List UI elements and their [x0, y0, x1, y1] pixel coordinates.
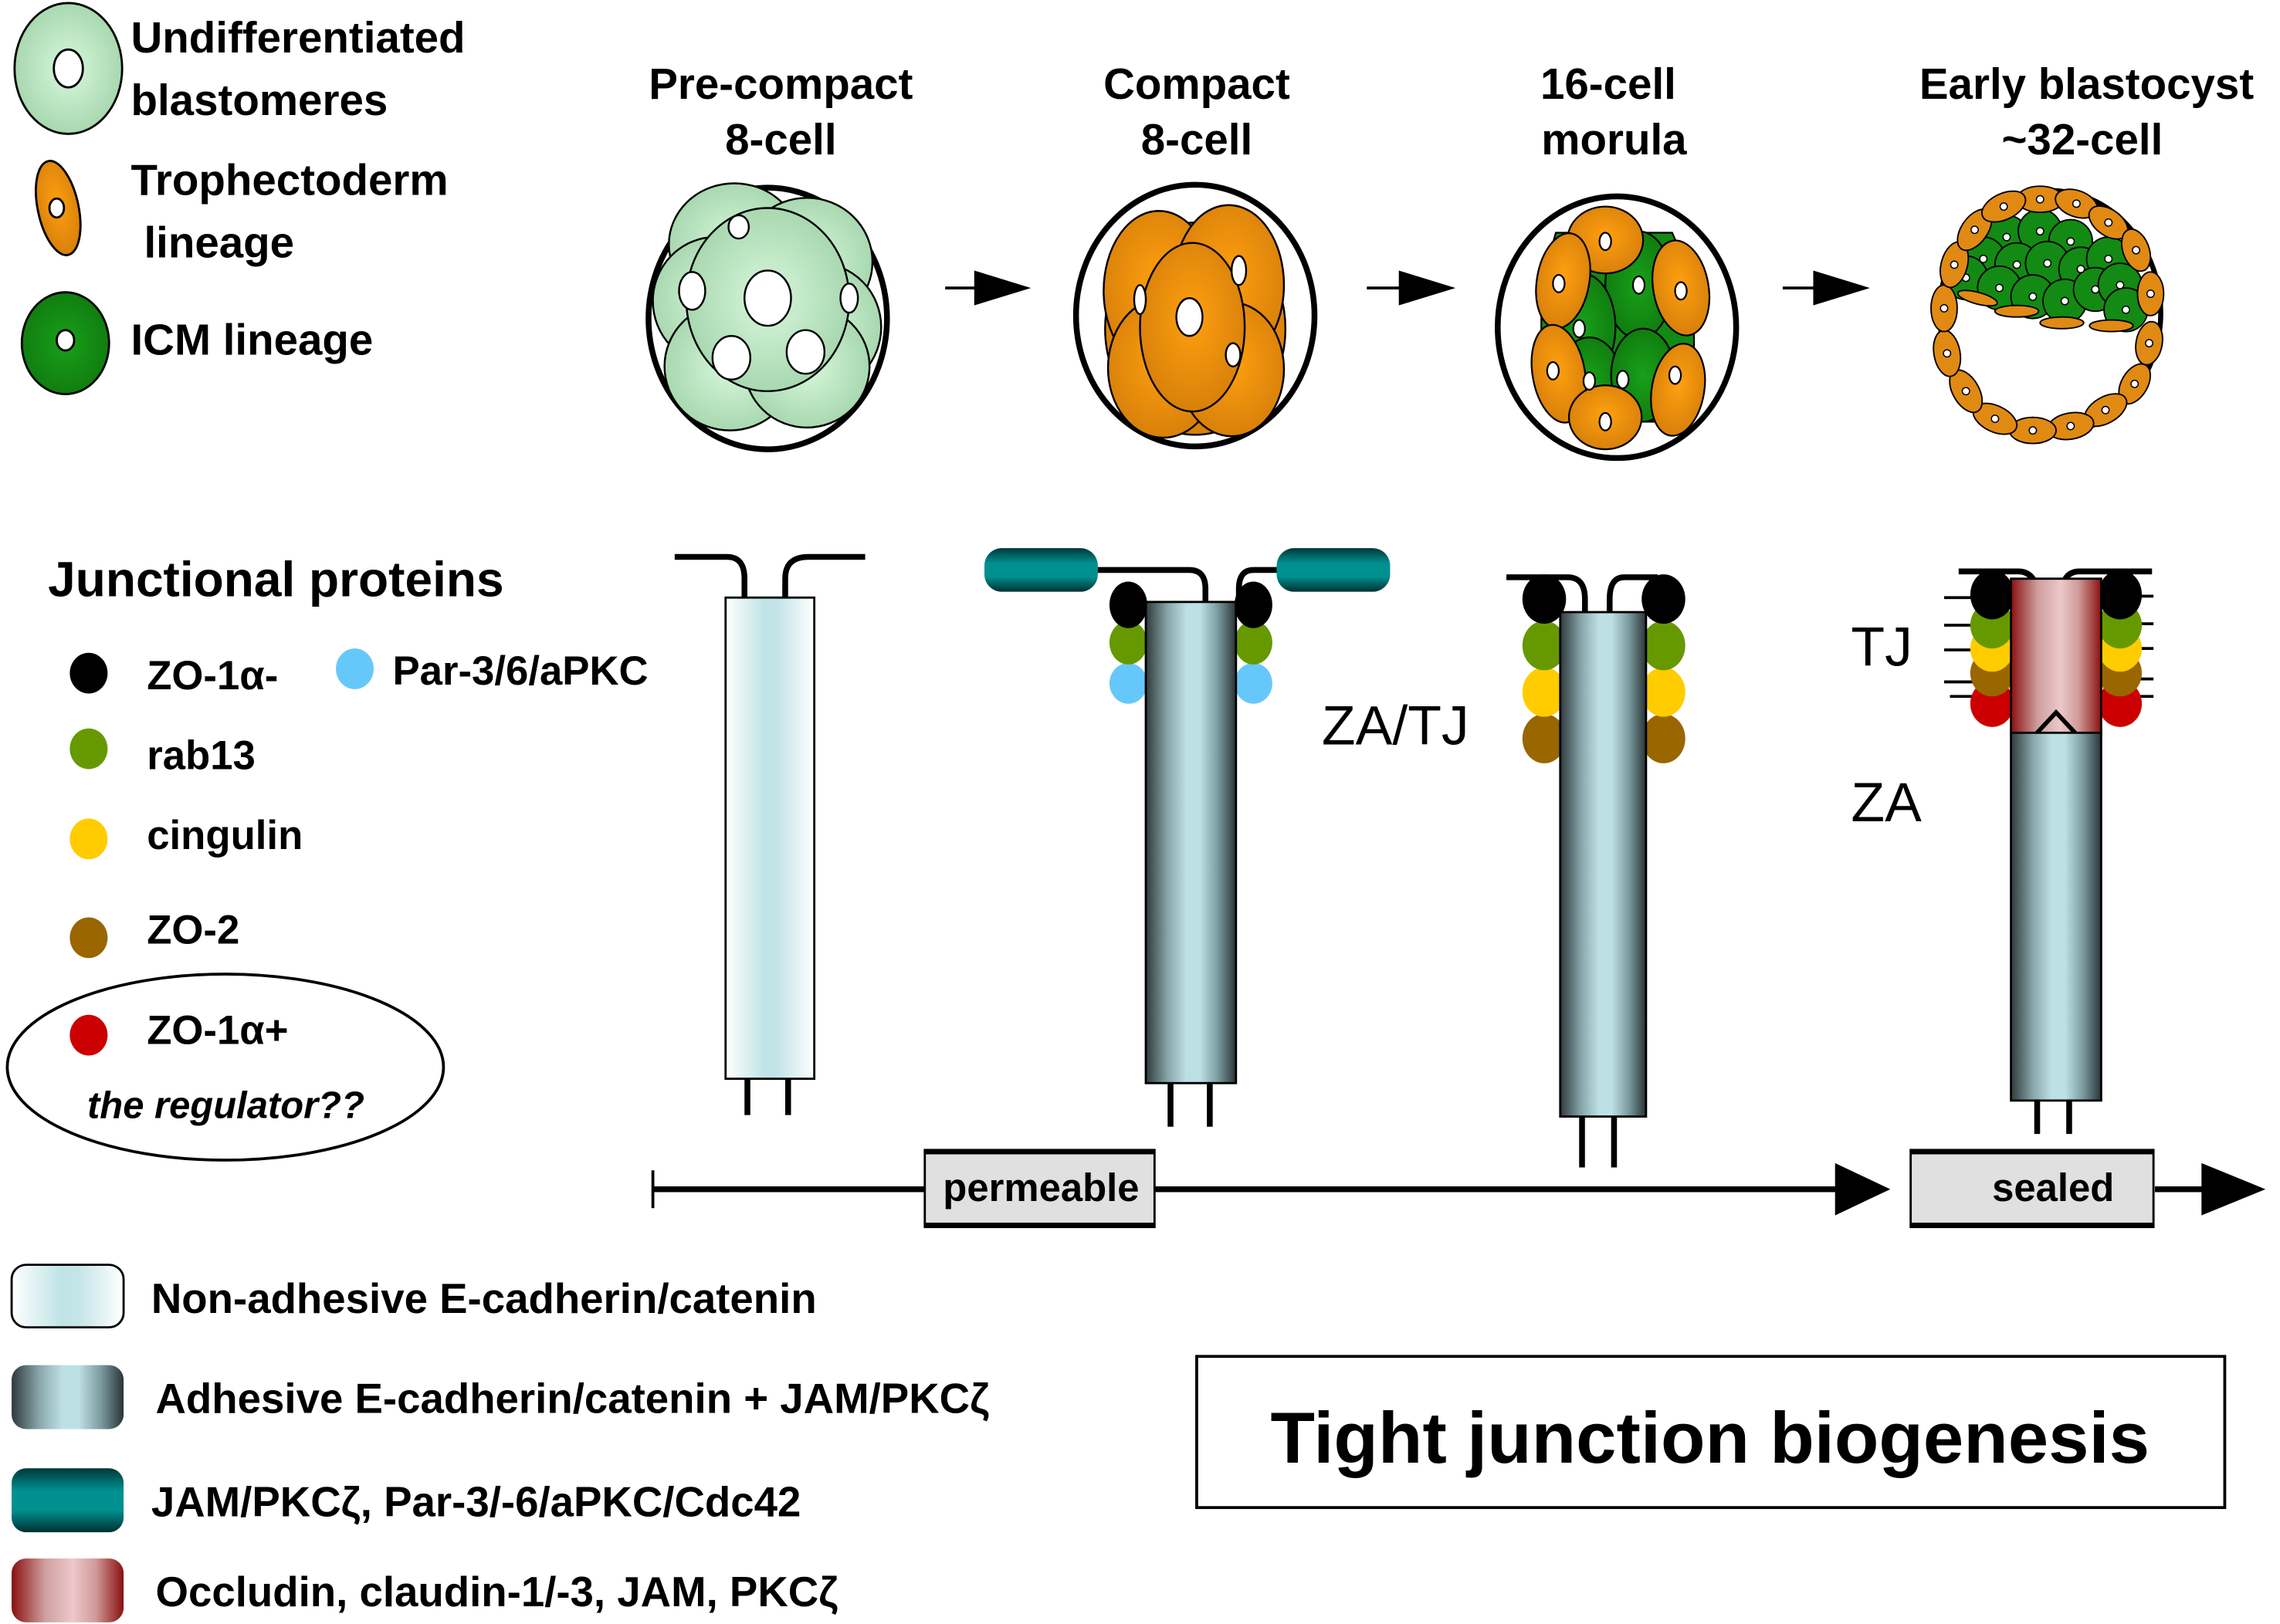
legend-label: blastomeres	[130, 76, 388, 124]
tight-junction-block	[2010, 577, 2102, 736]
zo1-alpha-plus-dot-icon	[69, 1014, 108, 1056]
permeability-timeline: permeable sealed	[651, 1149, 2266, 1229]
legend-item-zo2: ZO-2	[69, 907, 239, 959]
stage-title: Pre-compact	[649, 59, 913, 108]
legend-label: ZO-1α-	[147, 653, 278, 699]
non-adhesive-cadherin-swatch	[10, 1264, 125, 1329]
cingulin-dot-icon	[69, 818, 108, 860]
legend-label: Par-3/6/aPKC	[392, 648, 648, 694]
legend-item-jam-par: JAM/PKCζ, Par-3/-6/aPKC/Cdc42	[12, 1468, 801, 1533]
diagram-title: Tight junction biogenesis	[1270, 1397, 2150, 1478]
stage-titles: Pre-compact 8-cell Compact 8-cell 16-cel…	[649, 59, 2254, 164]
legend-label: rab13	[147, 732, 256, 778]
tj-label: TJ	[1851, 617, 1912, 678]
junction-precompact	[674, 553, 866, 1115]
junction-compact	[984, 548, 1391, 1127]
timeline-arrowhead-icon	[2201, 1162, 2266, 1216]
permeable-badge: permeable	[923, 1149, 1156, 1229]
timeline-arrowhead-icon	[1835, 1162, 1891, 1216]
junction-blastocyst: TJ ZA	[1851, 568, 2154, 1135]
embryo-precompact-8cell	[645, 182, 890, 452]
za-tj-label: ZA/TJ	[1322, 695, 1469, 756]
legend-item-icm: ICM lineage	[20, 291, 373, 395]
stage-arrow-icon	[945, 270, 1032, 306]
stage-arrow-icon	[1782, 270, 1870, 306]
legend-label: Non-adhesive E-cadherin/catenin	[151, 1275, 817, 1322]
adhesive-cadherin-swatch	[12, 1365, 124, 1429]
za-label: ZA	[1851, 772, 1922, 834]
zo2-dot-icon	[69, 917, 108, 959]
legend-label: ZO-1α+	[147, 1007, 288, 1053]
legend-label: Adhesive E-cadherin/catenin + JAM/PKCζ	[156, 1375, 990, 1423]
stage-title: 8-cell	[725, 115, 836, 164]
regulator-note: the regulator??	[87, 1084, 364, 1126]
rab13-dot-icon	[69, 728, 108, 770]
par-complex-dot-icon	[336, 648, 374, 689]
legend-label: cingulin	[147, 813, 303, 858]
embryo-16cell-morula	[1495, 193, 1740, 462]
stage-title: 16-cell	[1540, 59, 1676, 108]
legend-label: ZO-2	[147, 907, 239, 952]
junction-morula: ZA/TJ	[1322, 574, 1685, 1168]
blastomere-icon	[13, 2, 124, 135]
embryo-early-blastocyst	[1930, 185, 2165, 445]
cell-type-legend: Undifferentiated blastomeres Trophectode…	[13, 2, 466, 395]
jam-par-complex-swatch	[12, 1468, 124, 1533]
legend-item-par-complex: Par-3/6/aPKC	[336, 648, 649, 694]
sealed-badge: sealed	[1909, 1149, 2155, 1229]
jam-par-complex-block	[984, 548, 1098, 592]
legend-item-trophectoderm: Trophectoderm lineage	[35, 156, 449, 267]
junctional-proteins-legend: Junctional proteins ZO-1α- Par-3/6/aPKC …	[5, 551, 649, 1162]
legend-item-zo1-alpha-minus: ZO-1α-	[69, 652, 278, 699]
legend-label: JAM/PKCζ, Par-3/-6/aPKC/Cdc42	[151, 1478, 801, 1525]
occludin-claudin-swatch	[12, 1558, 124, 1622]
legend-item-cingulin: cingulin	[69, 813, 303, 860]
permeable-label: permeable	[943, 1166, 1139, 1210]
trophectoderm-cell-icon	[35, 160, 82, 256]
zo1-alpha-minus-dot-icon	[69, 652, 108, 694]
stage-title: ~32-cell	[2001, 115, 2163, 164]
component-legend: Non-adhesive E-cadherin/catenin Adhesive…	[10, 1264, 989, 1622]
title-box: Tight junction biogenesis	[1195, 1355, 2227, 1510]
legend-item-occludin: Occludin, claudin-1/-3, JAM, PKCζ	[12, 1558, 838, 1622]
stage-title: Compact	[1103, 59, 1290, 108]
legend-item-rab13: rab13	[69, 728, 256, 778]
legend-item-non-adhesive: Non-adhesive E-cadherin/catenin	[10, 1264, 817, 1329]
stage-title: morula	[1541, 115, 1687, 164]
legend-item-undifferentiated: Undifferentiated blastomeres	[13, 2, 466, 135]
stage-title: Early blastocyst	[1919, 59, 2254, 108]
sealed-label: sealed	[1992, 1166, 2114, 1210]
junctional-legend-title: Junctional proteins	[48, 551, 503, 607]
legend-label: ICM lineage	[130, 316, 373, 364]
legend-item-adhesive: Adhesive E-cadherin/catenin + JAM/PKCζ	[12, 1365, 989, 1429]
stage-arrow-icon	[1367, 270, 1456, 306]
embryo-compact-8cell	[1072, 181, 1318, 450]
stage-title: 8-cell	[1141, 115, 1252, 164]
legend-label: Occludin, claudin-1/-3, JAM, PKCζ	[156, 1568, 838, 1616]
regulator-callout: ZO-1α+ the regulator??	[5, 973, 445, 1162]
legend-label: lineage	[144, 218, 294, 267]
icm-cell-icon	[20, 291, 110, 395]
jam-par-complex-block	[1276, 548, 1391, 592]
legend-label: Undifferentiated	[130, 13, 465, 62]
legend-label: Trophectoderm	[130, 156, 448, 205]
